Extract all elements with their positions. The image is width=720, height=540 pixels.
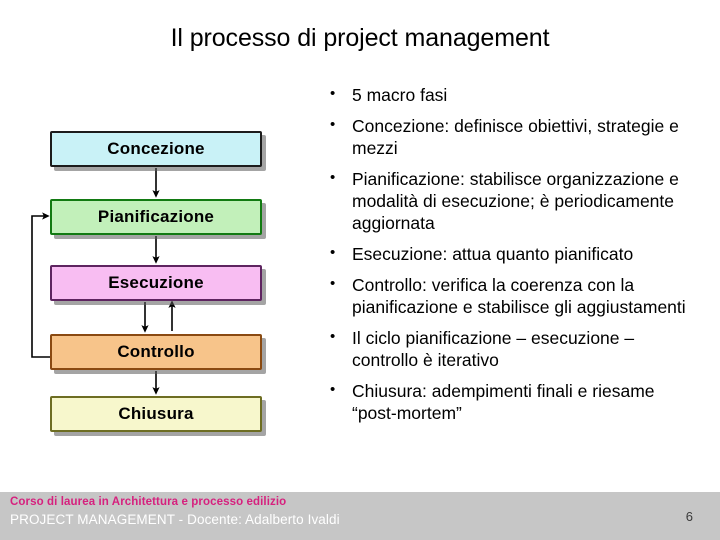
page-title: Il processo di project management <box>170 24 550 52</box>
flow-box-label: Concezione <box>107 139 205 158</box>
footer-bar <box>0 492 720 540</box>
flow-box-chiusura[interactable]: Chiusura <box>50 396 262 432</box>
list-item: Controllo: verifica la coerenza con la p… <box>325 273 697 318</box>
flow-box-label: Controllo <box>117 342 195 361</box>
list-item: Pianificazione: stabilisce organizzazion… <box>325 167 697 234</box>
list-item: 5 macro fasi <box>325 83 697 106</box>
process-flow-diagram: Concezione Pianificazione Esecuzione Con… <box>0 0 320 480</box>
flow-box-pianificazione[interactable]: Pianificazione <box>50 199 262 235</box>
list-item: Concezione: definisce obiettivi, strateg… <box>325 114 697 159</box>
footer-subtitle-text: PROJECT MANAGEMENT - Docente: Adalberto … <box>10 512 340 527</box>
list-item: Chiusura: adempimenti finali e riesame “… <box>325 379 697 424</box>
connector-feedback-loop <box>31 212 50 358</box>
bullet-list: 5 macro fasi Concezione: definisce obiet… <box>325 83 697 433</box>
flow-box-label: Esecuzione <box>108 273 204 292</box>
diagram-connectors <box>31 168 176 395</box>
flow-box-label: Pianificazione <box>97 207 215 226</box>
list-item: Il ciclo pianificazione – esecuzione – c… <box>325 326 697 371</box>
flow-box-concezione[interactable]: Concezione <box>50 131 262 167</box>
flow-box-controllo[interactable]: Controllo <box>50 334 262 370</box>
list-item: Esecuzione: attua quanto pianificato <box>325 242 697 265</box>
page-number: 6 <box>685 509 693 524</box>
flow-box-label: Chiusura <box>118 404 194 423</box>
flow-box-esecuzione[interactable]: Esecuzione <box>50 265 262 301</box>
footer-course-text: Corso di laurea in Architettura e proces… <box>10 496 287 508</box>
